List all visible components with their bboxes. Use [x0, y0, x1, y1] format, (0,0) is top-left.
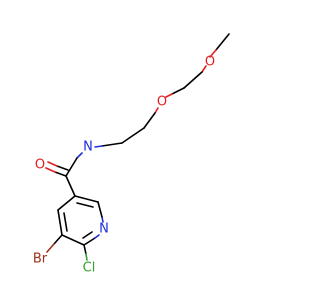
bond-ch2-n-blue: [94, 145, 103, 148]
bond-co-1: [54, 171, 67, 177]
ring-c3-c4: [57, 195, 76, 211]
bond-ch2-ch2: [121, 127, 145, 144]
bond-co-2: [56, 165, 69, 171]
bond-o2-ch2-red: [154, 107, 159, 114]
structure-canvas: O O N O N Br Cl: [33, 33, 230, 276]
ring-c4-c5: [57, 209, 63, 236]
bond-o-ch2-b: [183, 71, 203, 89]
bond-n-c: [65, 157, 78, 177]
atom-cl: Cl: [83, 261, 96, 276]
atom-o-carbonyl: O: [35, 158, 45, 173]
ring-c5-c6: [61, 234, 85, 246]
bond-c5-br: [53, 234, 63, 245]
bond-c5-br-colored: [46, 243, 55, 253]
bond-co-1-red: [45, 167, 56, 173]
bond-co-2-red: [47, 161, 58, 167]
ring-c6-n1-inner: [82, 231, 93, 239]
atom-br: Br: [33, 252, 48, 267]
bond-ch2-o2-red: [165, 93, 173, 98]
ring-c6-n1: [83, 237, 96, 246]
bond-ch2-o2: [171, 87, 185, 95]
atom-n-amide: N: [83, 140, 93, 155]
ring-c6-n1-blue: [94, 234, 100, 239]
bond-c-ring: [65, 175, 76, 197]
atom-o-ether: O: [157, 95, 167, 110]
bond-c6-cl: [83, 244, 87, 255]
bond-o-ch2-a: [201, 65, 207, 73]
atom-n-ring: N: [99, 222, 109, 237]
atom-o-methoxy: O: [205, 55, 215, 70]
bond-n-c-blue: [76, 152, 83, 159]
molecule-diagram: O O N O N Br Cl: [33, 33, 230, 276]
ring-n1-c2: [97, 201, 103, 218]
bond-c6-cl-colored: [85, 253, 88, 261]
ring-c2-c3: [74, 195, 99, 203]
ring-c4-c5-inner: [63, 212, 68, 232]
ring-c2-c3-inner: [76, 202, 94, 208]
bond-methyl-o: [215, 33, 230, 51]
bond-o2-ch2: [143, 112, 156, 129]
bond-ch2-n: [101, 142, 123, 147]
ring-n1-c2-blue: [101, 216, 104, 223]
bond-methyl-o-red: [209, 49, 217, 58]
